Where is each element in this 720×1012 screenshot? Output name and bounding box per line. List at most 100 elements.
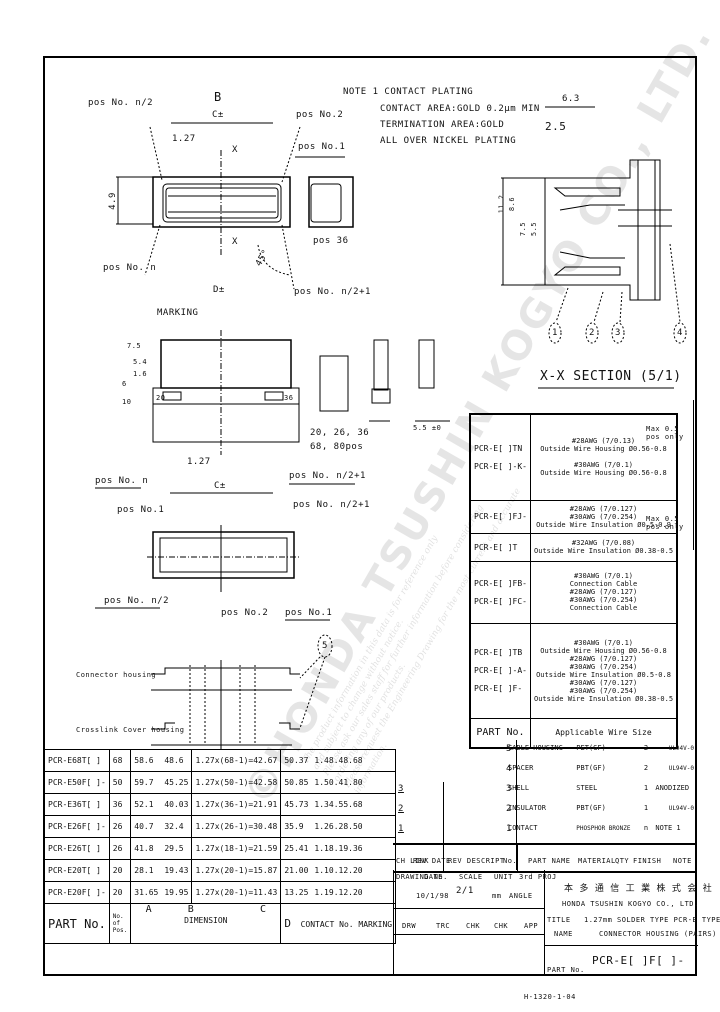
tb-part-no: PCR-E[ ]F[ ]- — [592, 954, 685, 967]
dim-row-2-a: 59.7 — [130, 771, 162, 794]
rev-divider — [443, 782, 444, 870]
tb-title-line-1: 1.27mm SOLDER TYPE PCR-E TYPE — [584, 916, 720, 924]
bom-row-5-material: PET(GF) — [576, 744, 606, 752]
dim-row-1-b: 48.6 — [161, 749, 193, 772]
front-dim-2: 5.4 — [133, 358, 148, 366]
hdr-qty: QTY — [615, 857, 630, 865]
dim-row-2-pos: 50 — [108, 771, 132, 794]
bottom-pos-1b: pos No.1 — [285, 608, 333, 618]
bom-row-4-material: PBT(GF) — [576, 764, 606, 772]
note-line-1: CONTACT AREA:GOLD 0.2μm MIN — [380, 104, 540, 114]
sheet-code: H-1320-1-04 — [524, 993, 576, 1001]
wire-row-4-wires: #30AWG (7/0.1)Connection Cable#28AWG (7/… — [529, 560, 678, 624]
rev-mark-2: 2 — [398, 804, 404, 814]
dim-row-7-b: 19.95 — [161, 881, 193, 904]
wire-header-part: PART No. — [469, 717, 531, 749]
bom-row-2-name: INSULATOR — [508, 804, 546, 812]
dim-row-6-pos: 20 — [108, 859, 132, 882]
hdr-part-name: PART NAME — [528, 857, 571, 865]
dim-row-5-d: 25.41 — [280, 837, 312, 860]
tb-scale-label: SCALE — [459, 873, 483, 881]
callout-3: 3 — [615, 328, 621, 338]
hdr-rev-date: REV DATE — [413, 857, 451, 865]
dim-row-4-pos: 26 — [108, 815, 132, 838]
dim-row-3-part: PCR-E36T[ ] — [44, 793, 110, 816]
dim-row-5-a: 41.8 — [130, 837, 162, 860]
bom-row-1-material: PHOSPHOR BRONZE — [576, 824, 631, 832]
dim-row-4-part: PCR-E26F[ ]- — [44, 815, 110, 838]
callout-2: 2 — [589, 328, 595, 338]
dim-row-1-a: 58.6 — [130, 749, 162, 772]
front-dim-1: 7.5 — [127, 342, 142, 350]
bom-row-3-material: STEEL — [576, 784, 598, 792]
bottom-pos-n2-1: pos No. n/2+1 — [293, 500, 370, 510]
dim-row-7-a: 31.65 — [130, 881, 162, 904]
tb-title-line-2: CONNECTOR HOUSING (PAIRS) — [599, 930, 717, 938]
label-pos-36: pos 36 — [313, 236, 349, 246]
wire-note-3: Max 0.5 pos only — [646, 515, 684, 531]
wire-note-divider — [693, 400, 694, 550]
bom-row-1-qty: n — [643, 824, 649, 832]
section-ref: 2.5 — [545, 120, 567, 133]
bom-no-4: 4 — [506, 764, 512, 774]
dim-footer-d: D CONTACT No. MARKING — [280, 903, 397, 944]
dim-row-7-marking: 1.19.12.20 — [311, 881, 397, 904]
callout-1: 1 — [552, 328, 558, 338]
front-side-dim: 5.5 ±0 — [413, 424, 442, 432]
front-dim-5: 10 — [122, 398, 132, 406]
tb-company-jp: 本 多 通 信 工 業 株 式 会 社 — [564, 884, 713, 894]
bom-row-1-name: CONTACT — [508, 824, 538, 832]
wire-header-wire: Applicable Wire Size — [529, 717, 678, 749]
hdr-no: No. — [503, 857, 518, 865]
hdr-finish: FINISH — [633, 857, 662, 865]
dim-row-2-b: 45.25 — [161, 771, 193, 794]
section-title: X-X SECTION (5/1) — [540, 369, 682, 384]
bom-row-4-name: SPACER — [508, 764, 534, 772]
bom-row-5-qty: 2 — [643, 744, 649, 752]
bottom-pos-2: pos No.2 — [221, 608, 269, 618]
bom-row-2-material: PBT(GF) — [576, 804, 606, 812]
dim-row-3-a: 52.1 — [130, 793, 162, 816]
pitch-top: 1.27 — [172, 134, 196, 144]
tb-company-en: HONDA TSUSHIN KOGYO CO., LTD. — [562, 900, 699, 908]
hdr-material: MATERIAL — [578, 857, 616, 865]
bom-row-1-finish: NOTE 1 — [655, 824, 681, 832]
tb-role-chk1: CHK — [466, 922, 481, 930]
tb-date-label: DATE — [424, 873, 443, 881]
bom-no-1: 1 — [506, 824, 512, 834]
hdr-rev-desc: REV DESCRIPT — [448, 857, 505, 865]
section-dim-top: 6.3 — [562, 94, 580, 104]
dim-row-3-marking: 1.34.55.68 — [311, 793, 397, 816]
tb-drawing-no-label: DRAWING No. — [396, 873, 448, 881]
bom-row-3-qty: 1 — [643, 784, 649, 792]
bom-row-2-qty: 1 — [643, 804, 649, 812]
note-title: NOTE 1 CONTACT PLATING — [343, 87, 474, 97]
dim-row-5-b: 29.5 — [161, 837, 193, 860]
section-dim-1: 11.2 — [497, 194, 506, 214]
label-pos-1: pos No.1 — [298, 142, 346, 152]
dim-row-6-a: 28.1 — [130, 859, 162, 882]
tb-unit-label: UNIT — [494, 873, 513, 881]
tb-date-value: 10/1/98 — [416, 892, 450, 900]
dim-footer-pos: No. of Pos. — [108, 903, 132, 944]
note-line-2: TERMINATION AREA:GOLD — [380, 120, 505, 130]
wire-note-1: Max 0.5 pos only — [646, 425, 684, 441]
callout-4: 4 — [677, 328, 683, 338]
dim-row-6-part: PCR-E20T[ ] — [44, 859, 110, 882]
label-cover-housing: Crosslink Cover housing — [76, 726, 185, 734]
dim-row-7-c: 1.27x(20-1)=11.43 — [191, 881, 282, 904]
marking-label: MARKING — [157, 308, 199, 318]
dim-row-6-d: 21.00 — [280, 859, 312, 882]
label-pos-n2: pos No. n/2 — [88, 98, 154, 108]
housing-callout: 5 — [322, 641, 328, 651]
bom-divider — [516, 740, 517, 870]
dim-row-1-part: PCR-E68T[ ] — [44, 749, 110, 772]
section-mark-x-bottom: X — [232, 237, 238, 247]
